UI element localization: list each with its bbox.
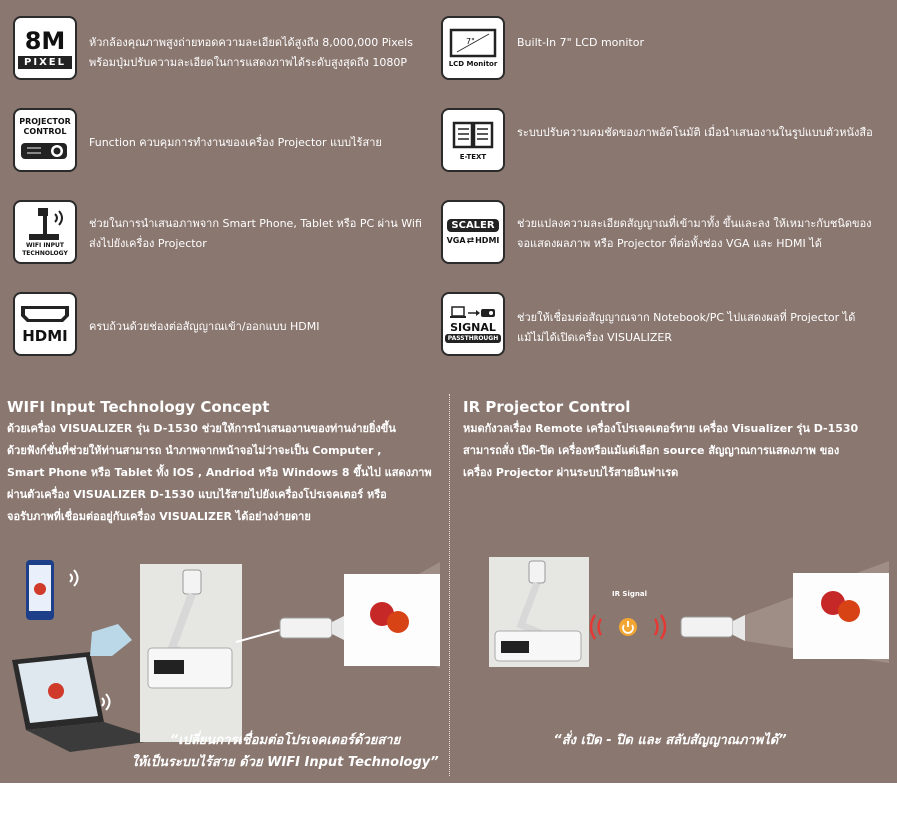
- body-line: Smart Phone หรือ Tablet ทั้ง IOS , Andri…: [7, 466, 432, 479]
- body-line: หมดกังวลเรื่อง Remote เครื่องโปรเจคเตอร์…: [463, 422, 859, 435]
- laptop-to-projector-glyph: [450, 306, 495, 318]
- content-panel: 8M PIXEL PROJECTOR CONTROL WIFI INPUT TE…: [0, 0, 897, 783]
- ir-section-body: หมดกังวลเรื่อง Remote เครื่องโปรเจคเตอร์…: [463, 418, 858, 484]
- feature-lcd-text: Built-In 7" LCD monitor: [517, 33, 644, 53]
- ir-waves-right-icon: [653, 614, 667, 640]
- wifi-beam: [235, 629, 281, 643]
- feature-wifi-text: ช่วยในการนำเสนอภาพจาก Smart Phone, Table…: [89, 214, 422, 254]
- signal-passthrough-icon: SIGNAL PASSTHROUGH: [441, 292, 505, 356]
- lcd-size-label: 7": [466, 37, 475, 46]
- pixel-label: PIXEL: [18, 55, 72, 69]
- 8m-label: 8M: [24, 26, 66, 55]
- e-text-icon: E-TEXT: [441, 108, 505, 172]
- section-divider: [449, 394, 450, 776]
- hdmi-port-glyph: [21, 305, 69, 322]
- feature-passthrough-text: ช่วยให้เชื่อมต่อสัญญาณจาก Notebook/PC ไป…: [517, 308, 855, 348]
- projector-control-icon: PROJECTOR CONTROL: [13, 108, 77, 172]
- 8m-pixel-icon: 8M PIXEL: [13, 16, 77, 80]
- feature-line: Built-In 7" LCD monitor: [517, 36, 644, 49]
- wifi-input-icon: WIFI INPUT TECHNOLOGY: [13, 200, 77, 264]
- vga-label: VGA: [446, 236, 466, 245]
- wifi-section-title: WIFI Input Technology Concept: [7, 398, 270, 416]
- technology-label: TECHNOLOGY: [22, 250, 68, 257]
- feature-line: ครบถ้วนด้วยช่องต่อสัญญาณเข้า/ออกแบบ HDMI: [89, 320, 320, 333]
- body-line: ด้วยฟังก์ชั่นที่ช่วยให้ท่านสามารถ นำภาพจ…: [7, 444, 382, 457]
- feature-8m-text: หัวกล้องคุณภาพสูงถ่ายทอดความละเอียดได้สู…: [89, 33, 413, 73]
- feature-line: แม้ไม่ได้เปิดเครื่อง VISUALIZER: [517, 331, 673, 344]
- wifi-signal-phone-icon: [69, 569, 79, 587]
- power-button-icon: [619, 618, 637, 636]
- transfer-arrow: [90, 624, 132, 656]
- e-text-label: E-TEXT: [459, 153, 487, 161]
- projection-screen: [344, 574, 440, 666]
- ir-section-title: IR Projector Control: [463, 398, 631, 416]
- passthrough-label: PASSTHROUGH: [444, 334, 502, 343]
- body-line: จอรับภาพที่เชื่อมต่ออยู่กับเครื่อง VISUA…: [7, 510, 311, 523]
- caption-line: “สั่ง เปิด - ปิด และ สลับสัญญาณภาพได้”: [553, 733, 787, 748]
- caption-line: ให้เป็นระบบไร้สาย ด้วย WIFI Input Techno…: [131, 755, 439, 770]
- laptop-image: [12, 652, 160, 752]
- feature-line: จอแสดงผลภาพ หรือ Projector ที่ต่อทั้งช่อ…: [517, 237, 822, 250]
- scaler-label: SCALER: [447, 218, 499, 232]
- vga-hdmi-row: VGA ⇄ HDMI: [447, 236, 500, 246]
- body-line: เครื่อง Projector ผ่านระบบไร้สายอินฟาเรด: [463, 466, 679, 479]
- wifi-section-body: ด้วยเครื่อง VISUALIZER รุ่น D-1530 ช่วยใ…: [7, 418, 432, 528]
- projector-image: [279, 616, 344, 640]
- hdmi-label: HDMI: [22, 326, 68, 345]
- signal-label: SIGNAL: [450, 321, 496, 334]
- ir-caption: “สั่ง เปิด - ปิด และ สลับสัญญาณภาพได้”: [480, 730, 860, 752]
- lcd-screen-glyph: [449, 28, 497, 58]
- projector-image: [680, 615, 745, 641]
- feature-line: ช่วยแปลงความละเอียดสัญญาณที่เข้ามาทั้ง ข…: [517, 217, 872, 230]
- projector-glyph: [21, 143, 67, 159]
- hdmi-icon: HDMI: [13, 292, 77, 356]
- body-line: สามารถสั่ง เปิด-ปิด เครื่องหรือแม้แต่เลื…: [463, 444, 840, 457]
- feature-projector-text: Function ควบคุมการทำงานของเครื่อง Projec…: [89, 133, 382, 153]
- feature-scaler-text: ช่วยแปลงความละเอียดสัญญาณที่เข้ามาทั้ง ข…: [517, 214, 872, 254]
- feature-line: ระบบปรับความคมชัดของภาพอัตโนมัติ เมื่อนำ…: [517, 126, 873, 139]
- wifi-illustration: [12, 560, 440, 752]
- feature-line: ช่วยในการนำเสนอภาพจาก Smart Phone, Table…: [89, 217, 422, 230]
- feature-line: ส่งไปยังเครื่อง Projector: [89, 237, 207, 250]
- wifi-signal-laptop-icon: [101, 693, 111, 711]
- book-glyph: [452, 121, 494, 149]
- swap-arrows-icon: ⇄: [466, 235, 475, 246]
- ir-illustration: [489, 557, 889, 667]
- projector-label: PROJECTOR: [19, 117, 71, 126]
- feature-line: Function ควบคุมการทำงานของเครื่อง Projec…: [89, 136, 382, 149]
- control-label: CONTROL: [23, 127, 67, 136]
- visualizer-device-image: [140, 564, 242, 742]
- lcd-monitor-icon: LCD Monitor: [441, 16, 505, 80]
- smartphone-image: [26, 560, 54, 620]
- feature-line: ช่วยให้เชื่อมต่อสัญญาณจาก Notebook/PC ไป…: [517, 311, 856, 324]
- lcd-monitor-label: LCD Monitor: [448, 60, 498, 68]
- feature-etext-text: ระบบปรับความคมชัดของภาพอัตโนมัติ เมื่อนำ…: [517, 123, 873, 143]
- scaler-icon: SCALER VGA ⇄ HDMI: [441, 200, 505, 264]
- feature-hdmi-text: ครบถ้วนด้วยช่องต่อสัญญาณเข้า/ออกแบบ HDMI: [89, 317, 319, 337]
- feature-line: พร้อมปุ่มปรับความละเอียดในการแสดงภาพได้ร…: [89, 56, 408, 69]
- feature-line: หัวกล้องคุณภาพสูงถ่ายทอดความละเอียดได้สู…: [89, 36, 413, 49]
- caption-line: “เปลี่ยนการเชื่อมต่อโปรเจคเตอร์ด้วยสาย: [169, 733, 401, 748]
- ir-signal-label: IR Signal: [612, 590, 647, 598]
- wifi-input-label: WIFI INPUT: [26, 242, 64, 249]
- body-line: ด้วยเครื่อง VISUALIZER รุ่น D-1530 ช่วยใ…: [7, 422, 396, 435]
- projection-screen: [793, 573, 889, 659]
- body-line: ผ่านตัวเครื่อง VISUALIZER D-1530 แบบไร้ส…: [7, 488, 387, 501]
- wifi-caption: “เปลี่ยนการเชื่อมต่อโปรเจคเตอร์ด้วยสาย ใ…: [100, 730, 470, 774]
- hdmi-out-label: HDMI: [475, 236, 500, 245]
- visualizer-device-image: [489, 557, 589, 667]
- ir-waves-left-icon: [589, 614, 603, 640]
- visualizer-glyph: [29, 208, 63, 240]
